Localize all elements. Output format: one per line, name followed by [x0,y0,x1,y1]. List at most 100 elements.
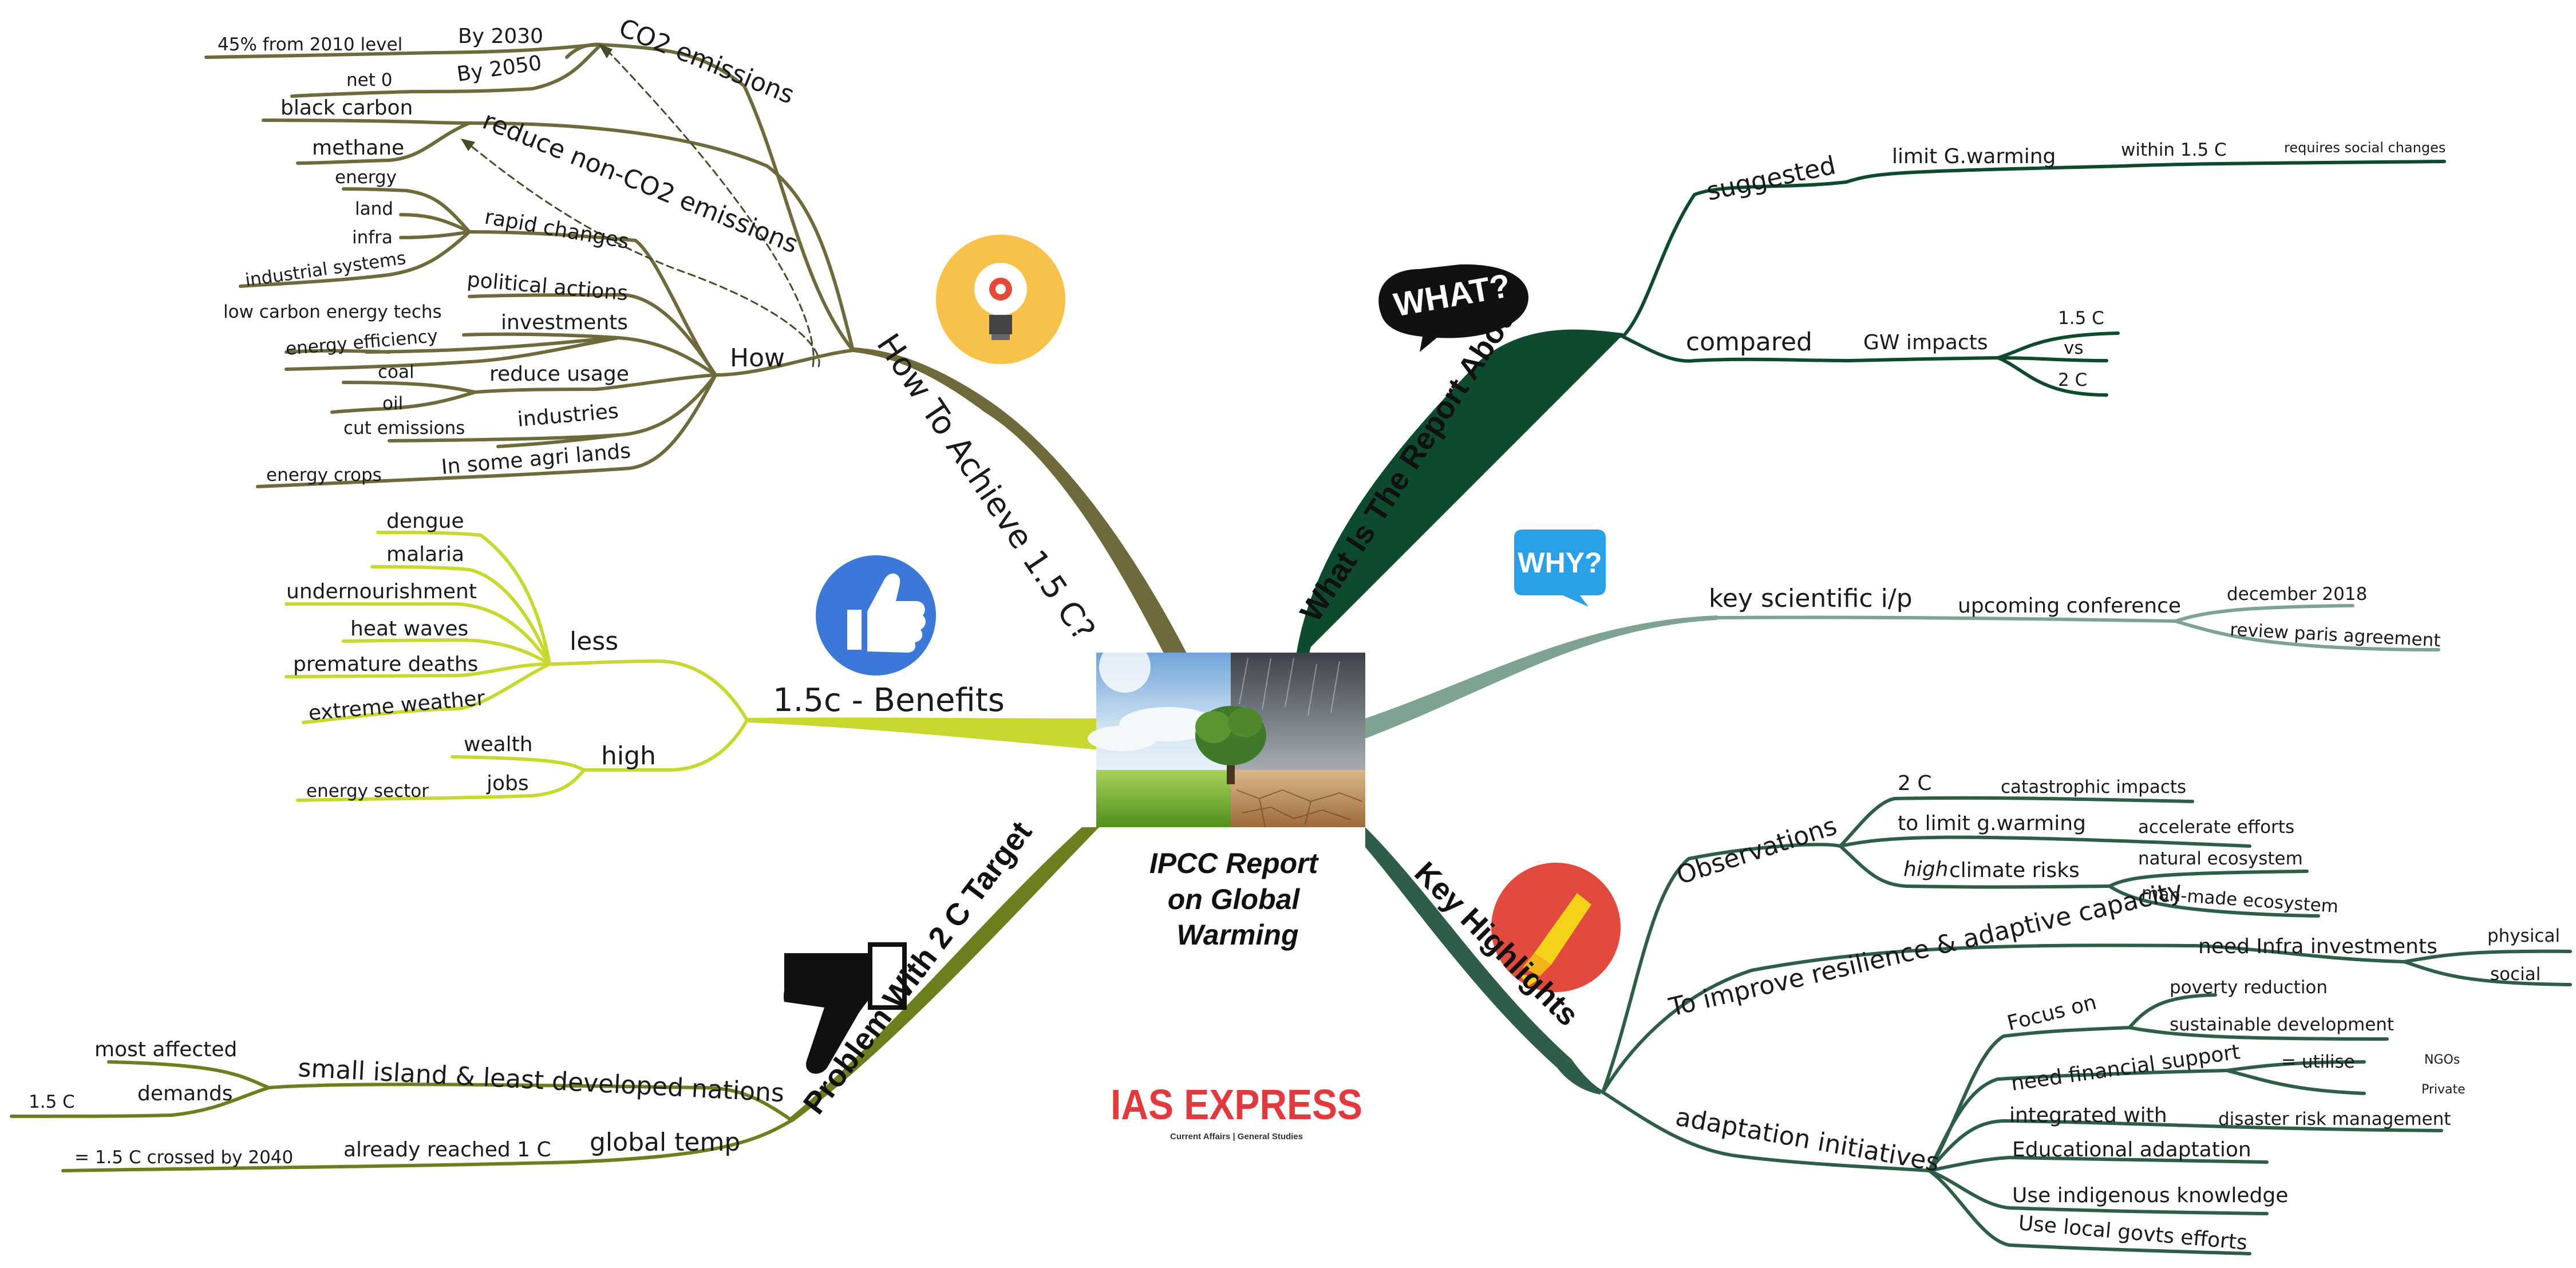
hl-need-infra: need Infra investments [2198,935,2437,958]
ac-industries: industries [516,400,619,432]
hl-observations: Observations [1673,811,1840,890]
ac-by2030: By 2030 [458,25,543,48]
hl-limit-child: accelerate efforts [2138,817,2294,838]
thumbs-down-icon [784,942,907,1074]
why-labels: key scientific i/p upcoming conference d… [1709,584,2441,651]
what-compared: compared [1686,327,1812,357]
brand-logo-text: IAS EXPRESS [1111,1081,1362,1128]
hl-financial: need financial support [2010,1040,2242,1096]
ac-industries-child: cut emissions [343,418,465,439]
ac-reduce-2: oil [382,393,403,414]
thumbs-up-icon [816,555,936,676]
ac-reduce: reduce usage [489,362,629,386]
center-image [1088,641,1365,828]
ac-nonco2: reduce non-CO2 emissions [479,106,802,259]
ac-rapid-2: land [355,199,393,219]
branch-highlights [1365,827,1603,1095]
ac-investments: investments [501,311,628,334]
pb-island: small island & least developed nations [297,1053,785,1108]
hl-high-child-1: natural ecosystem [2138,848,2303,869]
ac-agri-child: energy crops [266,465,382,485]
bn-less-5: premature deaths [293,653,478,676]
center-title: IPCC Report on Global Warming [1149,847,1326,951]
ac-nonco2-1: black carbon [280,96,413,120]
what-within: within 1.5 C [2121,140,2227,160]
branch-problem [790,827,1099,1122]
hl-other-2: Use indigenous knowledge [2012,1184,2288,1207]
bn-less-2: malaria [386,543,464,566]
problem-labels: small island & least developed nations m… [29,1038,785,1168]
hl-limit: to limit g.warming [1898,812,2086,835]
why-key: key scientific i/p [1709,584,1913,613]
hl-physical: physical [2487,926,2560,946]
hl-integrated: integrated with [2009,1104,2167,1127]
bn-less-3: undernourishment [286,580,477,603]
hl-focus-1: poverty reduction [2170,977,2328,998]
ac-rapid: rapid changes [483,205,631,254]
why-speech-bubble-icon: WHY? [1514,530,1606,607]
what-requires: requires social changes [2284,140,2445,156]
hl-integrated-child: disaster risk management [2218,1109,2451,1129]
brand-logo: IAS EXPRESS Current Affairs | General St… [1111,1081,1362,1141]
highlighter-icon [1491,863,1621,992]
ac-rapid-3: infra [352,227,393,248]
why-icon-label: WHY? [1518,547,1602,579]
what-speech-bubble-icon: WHAT? [1378,264,1528,352]
ac-v2030: 45% from 2010 level [218,34,402,55]
main-branches [747,329,1717,1122]
hl-private: Private [2421,1083,2466,1097]
what-suggested: suggested [1704,151,1839,206]
hl-high-rest: climate risks [1949,859,2080,882]
ac-reduce-1: coal [378,362,414,382]
bn-less: less [570,627,618,656]
branch-what [1302,333,1623,655]
why-item-1: december 2018 [2227,584,2367,605]
what-item-1: 1.5 C [2058,308,2104,329]
lightbulb-icon [936,235,1065,364]
branch-why [1365,615,1717,738]
hl-focus-2: sustainable development [2170,1014,2394,1035]
ac-political: political actions [466,268,629,305]
branch-title-benefits: 1.5c - Benefits [773,682,1005,719]
hl-2c-child: catastrophic impacts [2001,777,2186,797]
pb-demands: demands [137,1082,233,1105]
ac-rapid-1: energy [335,167,397,188]
ac-invest-1: low carbon energy techs [223,302,442,322]
branch-achieve [853,347,1188,655]
pb-reached: already reached 1 C [343,1138,551,1162]
what-item-2: vs [2064,338,2084,358]
pb-temp: global temp [590,1128,740,1157]
hl-social: social [2490,964,2541,985]
bn-less-6: extreme weather [307,686,486,725]
ac-nonco2-2: methane [312,136,404,160]
bn-wealth: wealth [464,733,533,756]
ac-rapid-4: industrial systems [244,248,407,291]
bn-less-1: dengue [386,509,464,533]
hl-utilise: = utilise [2281,1052,2355,1072]
brand-tagline: Current Affairs | General Studies [1170,1132,1303,1141]
ac-by2050: By 2050 [456,52,543,86]
achieve-labels: CO2 emissions By 2030 45% from 2010 leve… [218,13,802,485]
bn-jobs-child: energy sector [306,781,429,801]
ac-invest-2: energy efficiency [285,326,439,360]
highlights-labels: Observations 2 C catastrophic impacts to… [1666,772,2560,1255]
what-labels: suggested limit G.warming within 1.5 C r… [1686,140,2445,390]
what-gw-impacts: GW impacts [1863,331,1988,354]
pb-crossed: = 1.5 C crossed by 2040 [74,1147,293,1168]
ac-co2: CO2 emissions [615,13,799,110]
ac-how: How [730,343,785,373]
hl-other-1: Educational adaptation [2012,1138,2251,1162]
bn-jobs: jobs [486,772,529,795]
pb-demand-value: 1.5 C [29,1092,75,1112]
bn-high: high [601,741,656,771]
pb-affected: most affected [94,1038,237,1061]
branch-benefits [747,717,1099,750]
hl-ngos: NGOs [2424,1053,2460,1067]
hl-adaptation: adaptation initiatives [1673,1103,1941,1178]
ac-v2050: net 0 [346,70,392,90]
why-conference: upcoming conference [1958,594,2181,618]
what-limit: limit G.warming [1892,145,2056,168]
bn-less-4: heat waves [350,617,468,641]
hl-high: high [1903,858,1949,881]
